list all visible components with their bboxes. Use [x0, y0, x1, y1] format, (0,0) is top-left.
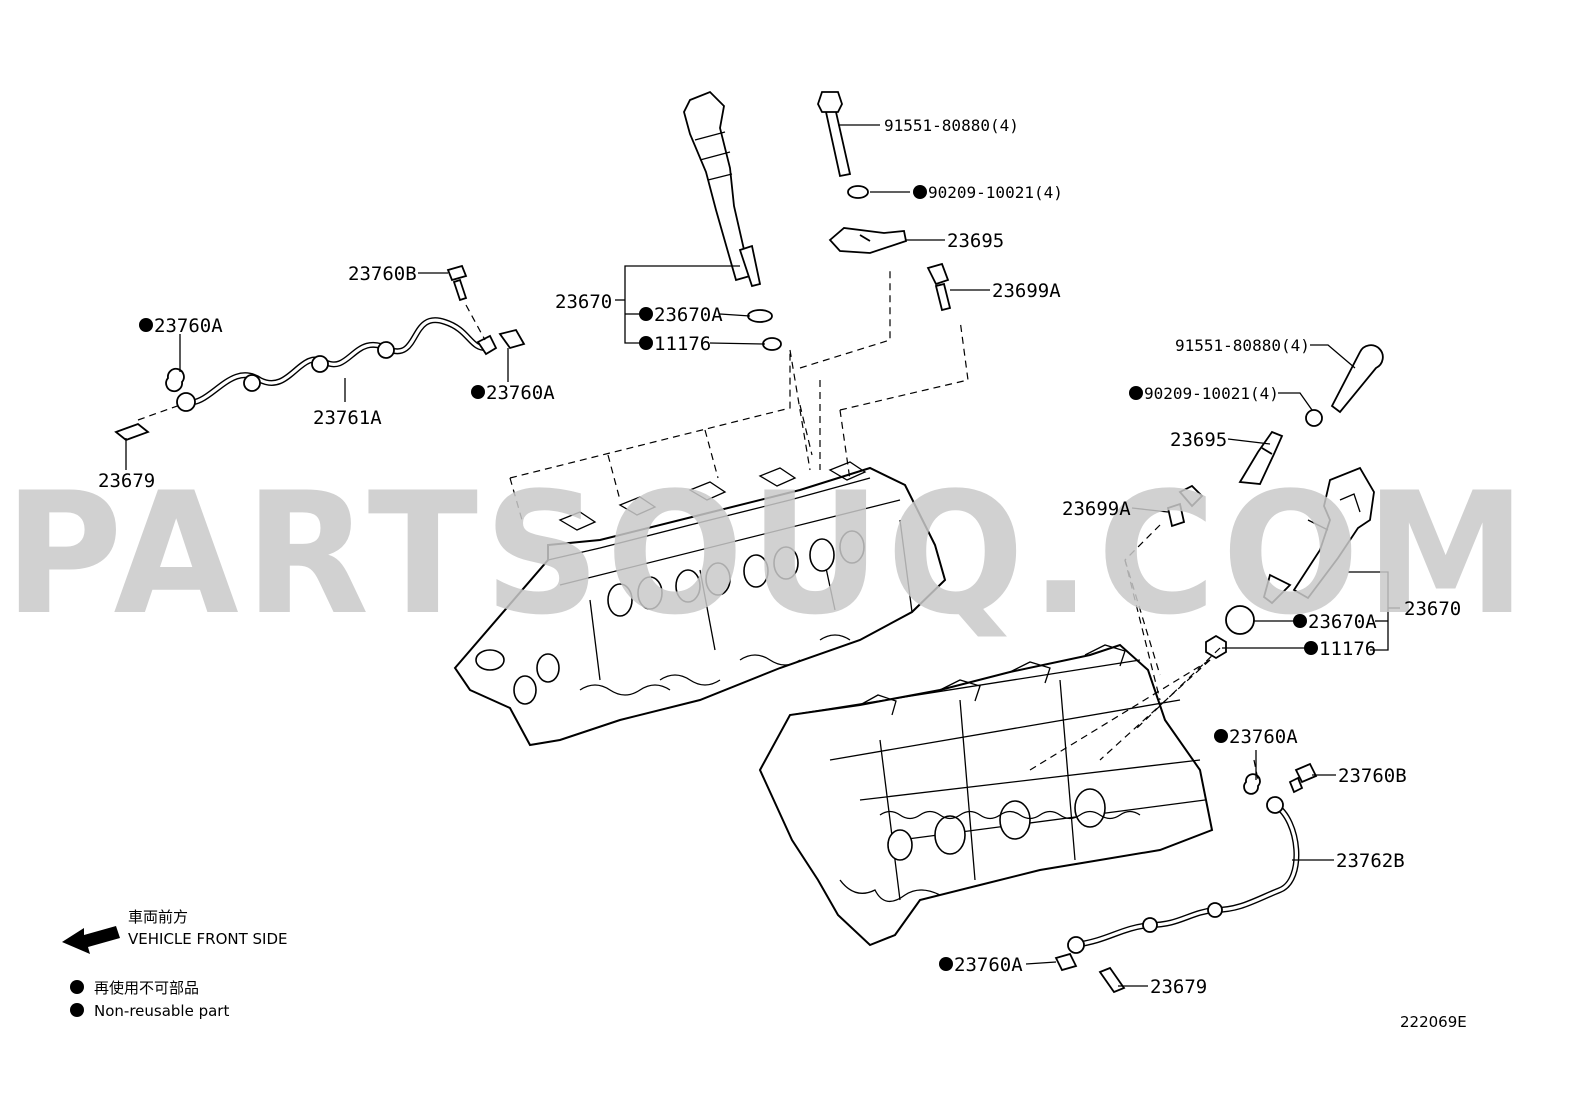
label-91551-right[interactable]: 91551-80880(4) [1175, 336, 1310, 355]
washer-90209-right [1305, 409, 1323, 427]
label-23761A[interactable]: 23761A [313, 407, 382, 429]
o-ring-23670A-left [747, 309, 773, 323]
o-ring-23670A-right [1225, 605, 1255, 635]
bolt-91551-top [817, 91, 852, 178]
injector-right [1262, 466, 1375, 605]
watermark: PARTSOUQ.COM [4, 456, 1532, 652]
sensor-23679-right [1098, 966, 1126, 994]
legend-nonreusable-jp: 再使用不可部品 [94, 979, 199, 997]
label-11176-right[interactable]: 11176 [1319, 638, 1376, 660]
front-arrow-icon [62, 926, 120, 954]
diagram-code: 222069E [1400, 1013, 1467, 1031]
sensor-23699A-right [1166, 484, 1204, 528]
injector-left [683, 90, 762, 288]
label-11176-left[interactable]: 11176 [654, 333, 711, 355]
gasket-23760A-left2 [498, 328, 526, 350]
bolt-91551-right [1330, 344, 1384, 414]
clamp-23695-right [1238, 430, 1284, 485]
label-23679-right[interactable]: 23679 [1150, 976, 1207, 998]
nonreusable-dot-icon-2 [70, 1003, 84, 1017]
bolt-23760B-right [1288, 762, 1318, 794]
cylinder-head-right [758, 643, 1214, 947]
label-23679-left[interactable]: 23679 [98, 470, 155, 492]
assembly-dashed-lines [137, 270, 1259, 781]
gasket-23760A-right2 [1054, 952, 1078, 972]
part-labels: 91551-80880(4) 90209-10021(4) 23695 2369… [98, 116, 1461, 998]
nonreusable-dot-icon [70, 980, 84, 994]
legend-front-jp: 車両前方 [128, 908, 188, 926]
label-23760A-left2[interactable]: 23760A [486, 382, 555, 404]
label-91551-top[interactable]: 91551-80880(4) [884, 116, 1019, 135]
washer-90209-top [847, 185, 869, 199]
label-23670-left[interactable]: 23670 [555, 291, 612, 313]
sensor-23679-left [114, 422, 150, 442]
label-23760A-right2[interactable]: 23760A [954, 954, 1023, 976]
sensor-23699A-top [926, 262, 952, 312]
label-90209-top[interactable]: 90209-10021(4) [928, 183, 1063, 202]
bolt-23760B-left [446, 264, 468, 302]
label-23699A-top[interactable]: 23699A [992, 280, 1061, 302]
label-23670-right[interactable]: 23670 [1404, 598, 1461, 620]
washer-11176-right [1205, 634, 1227, 660]
label-23695-right[interactable]: 23695 [1170, 429, 1227, 451]
label-90209-right[interactable]: 90209-10021(4) [1144, 384, 1279, 403]
cylinder-head-left [453, 461, 947, 747]
label-23670A-right[interactable]: 23670A [1308, 611, 1377, 633]
label-23695-top[interactable]: 23695 [947, 230, 1004, 252]
label-23760B-left[interactable]: 23760B [348, 263, 417, 285]
legend: 車両前方 VEHICLE FRONT SIDE 再使用不可部品 Non-reus… [62, 908, 288, 1020]
legend-nonreusable-en: Non-reusable part [94, 1002, 229, 1020]
clamp-23695-top [828, 227, 908, 254]
label-23760B-right[interactable]: 23760B [1338, 765, 1407, 787]
legend-front-en: VEHICLE FRONT SIDE [128, 930, 288, 948]
gasket-23760A-left1 [165, 367, 185, 393]
label-23670A-left[interactable]: 23670A [654, 304, 723, 326]
label-23699A-right[interactable]: 23699A [1062, 498, 1131, 520]
fuel-pipe-right [1067, 796, 1300, 954]
washer-11176-left [762, 337, 782, 351]
label-23760A-right1[interactable]: 23760A [1229, 726, 1298, 748]
label-23762B[interactable]: 23762B [1336, 850, 1405, 872]
leader-lines [125, 124, 1400, 987]
label-23760A-left1[interactable]: 23760A [154, 315, 223, 337]
fuel-pipe-left [176, 317, 498, 412]
